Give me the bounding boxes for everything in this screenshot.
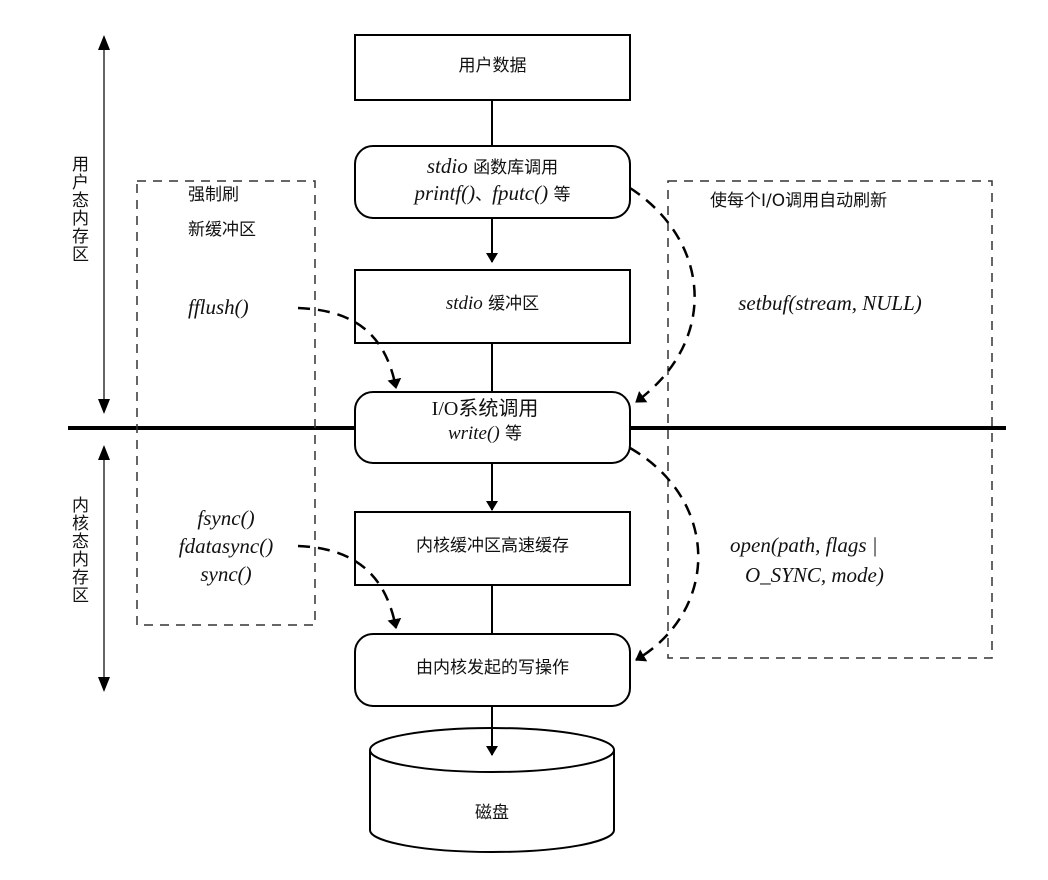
kernel-cache-box bbox=[354, 511, 631, 586]
open-label-line2: O_SYNC, mode) bbox=[745, 563, 884, 587]
stdio-buffer-box bbox=[354, 269, 631, 344]
setbuf-arrow bbox=[629, 186, 696, 404]
disk-label: 磁盘 bbox=[475, 803, 509, 823]
auto-flush-box bbox=[667, 180, 993, 659]
stdio-buffer-label: stdio 缓冲区 bbox=[445, 293, 540, 314]
fsync-label: fsync() bbox=[197, 506, 255, 530]
user-data-box bbox=[354, 34, 631, 101]
stdio-call-box bbox=[354, 145, 631, 219]
kernel-cache-label: 内核缓冲区高速缓存 bbox=[416, 536, 569, 556]
kernel-space-range-arrow bbox=[98, 445, 110, 692]
io-syscall-label: I/O系统调用 write() 等 bbox=[431, 398, 539, 444]
user-space-range-arrow bbox=[98, 35, 110, 414]
stdio-call-label: stdio 函数库调用 printf()、fputc() 等 bbox=[414, 154, 571, 205]
open-label-line1: open(path, flags | bbox=[730, 533, 878, 557]
force-flush-title-2: 新缓冲区 bbox=[188, 220, 256, 240]
io-syscall-box bbox=[354, 391, 631, 464]
disk-cylinder bbox=[369, 706, 615, 853]
auto-flush-title: 使每个I/O调用自动刷新 bbox=[710, 191, 888, 211]
fsync-arrow bbox=[297, 544, 402, 629]
o-sync-arrow bbox=[629, 446, 700, 662]
force-flush-box bbox=[136, 180, 316, 626]
fflush-arrow bbox=[297, 306, 402, 389]
user-space-label: 用户态内存区 bbox=[68, 155, 88, 263]
fdatasync-label: fdatasync() bbox=[178, 534, 274, 558]
fflush-label: fflush() bbox=[188, 295, 249, 319]
user-data-label: 用户数据 bbox=[458, 56, 527, 76]
kernel-space-label: 内核态内存区 bbox=[68, 496, 88, 604]
setbuf-label: setbuf(stream, NULL) bbox=[738, 291, 922, 315]
kernel-write-label: 由内核发起的写操作 bbox=[416, 658, 569, 678]
force-flush-title-1: 强制刷 bbox=[188, 185, 239, 205]
sync-label: sync() bbox=[200, 562, 252, 586]
